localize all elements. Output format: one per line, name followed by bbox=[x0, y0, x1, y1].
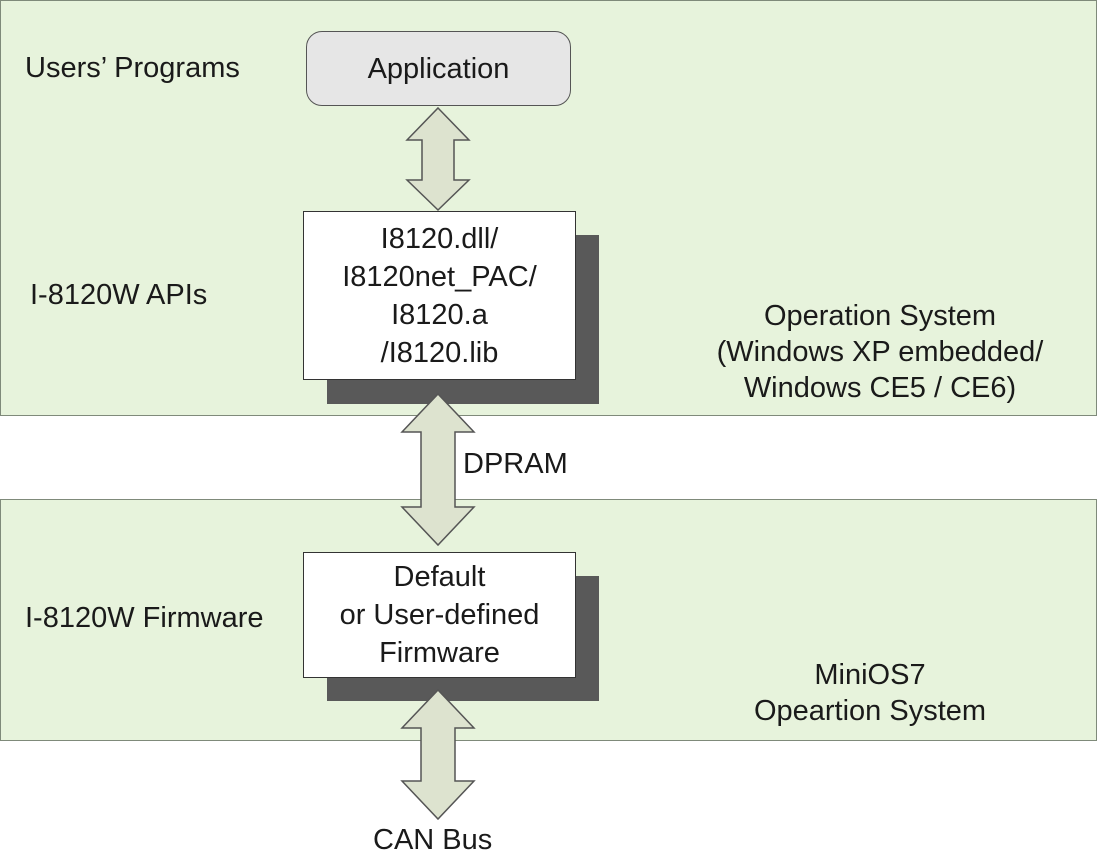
api-box-line: /I8120.lib bbox=[380, 336, 499, 369]
can-bus-label: CAN Bus bbox=[373, 824, 493, 856]
api-box-line: I8120.a bbox=[391, 298, 488, 331]
apis-label: I-8120W APIs bbox=[30, 279, 208, 311]
operation-system-label: Operation System (Windows XP embedded/ W… bbox=[680, 298, 1080, 406]
minios7-line: Opeartion System bbox=[753, 695, 987, 727]
os-line: (Windows XP embedded/ bbox=[716, 336, 1044, 368]
double-arrow-can-bus bbox=[400, 688, 476, 821]
firmware-box-line: Default bbox=[393, 561, 486, 593]
api-library-box: I8120.dll/ I8120net_PAC/ I8120.a /I8120.… bbox=[303, 211, 576, 380]
os-line: Windows CE5 / CE6) bbox=[743, 372, 1017, 404]
os-line: Operation System bbox=[763, 300, 997, 332]
api-box-line: I8120.dll/ bbox=[380, 222, 499, 255]
firmware-box-line: Firmware bbox=[379, 637, 500, 669]
application-label: Application bbox=[367, 52, 510, 85]
firmware-box-line: or User-defined bbox=[339, 599, 540, 631]
firmware-box: Default or User-defined Firmware bbox=[303, 552, 576, 678]
application-box: Application bbox=[306, 31, 571, 106]
users-programs-label: Users’ Programs bbox=[25, 52, 240, 84]
double-arrow-dpram bbox=[400, 392, 476, 547]
api-box-line: I8120net_PAC/ bbox=[342, 260, 537, 293]
firmware-label: I-8120W Firmware bbox=[25, 602, 264, 634]
dpram-label: DPRAM bbox=[463, 448, 568, 480]
double-arrow-application-api bbox=[405, 106, 471, 212]
minios7-line: MiniOS7 bbox=[814, 659, 926, 691]
minios7-label: MiniOS7 Opeartion System bbox=[700, 657, 1040, 729]
